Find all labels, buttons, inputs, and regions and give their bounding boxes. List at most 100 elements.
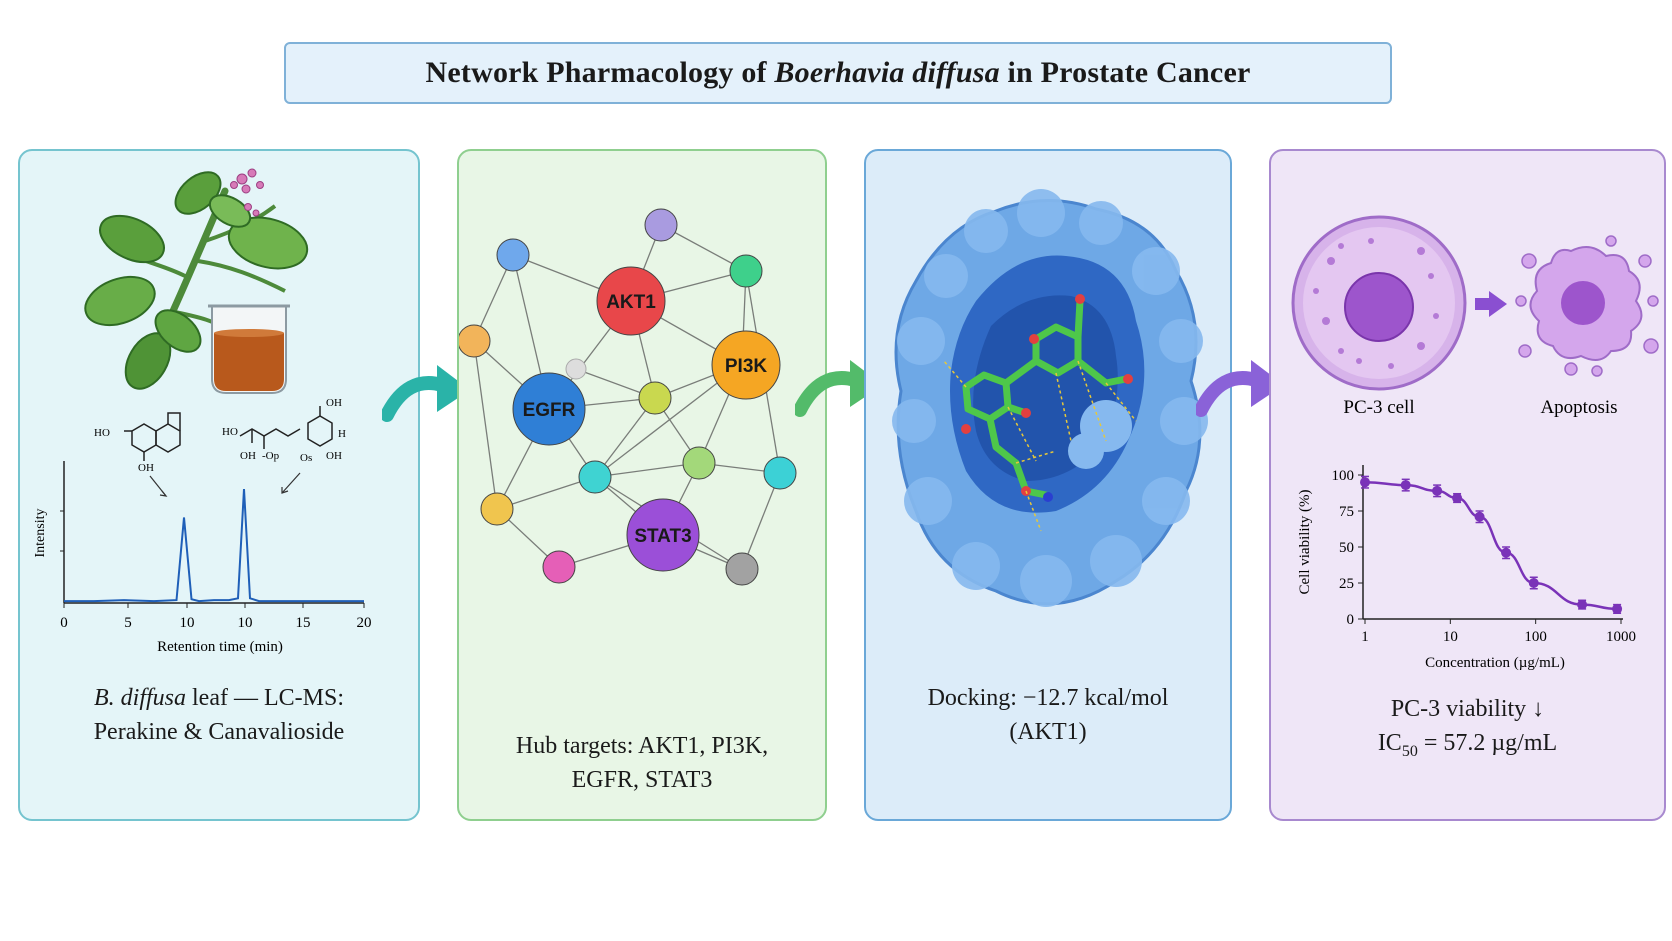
caption-species: B. diffusa: [94, 685, 187, 711]
caption-docking-score: Docking: −12.7 kcal/mol: [927, 685, 1169, 711]
network-node: [763, 456, 797, 490]
caption-compounds: Perakine & Canavalioside: [93, 719, 345, 745]
ic-subscript: 50: [1401, 742, 1418, 760]
y-axis-label: Cell viability (%): [1297, 490, 1313, 595]
x-axis-label: Retention time (min): [157, 639, 283, 655]
title-banner: Network Pharmacology of Boerhavia diffus…: [284, 42, 1392, 104]
network-node: [578, 460, 612, 494]
panel-network: AKT1 PI3K EGFR STAT3 Hub targets: AKT1, …: [457, 149, 827, 821]
hbond-lines: [943, 360, 1137, 532]
ic-label: IC: [1377, 730, 1402, 756]
network-node: [638, 381, 672, 415]
network-node: [729, 254, 763, 288]
x-tick-label: 0: [60, 615, 68, 631]
title-italic: Boerhavia diffusa: [774, 56, 1000, 89]
x-tick-label: 100: [1524, 629, 1547, 645]
network-node: [459, 324, 491, 358]
y-tick-label: 0: [1347, 612, 1355, 628]
network-nodes: [459, 208, 797, 586]
plant-icon: [84, 168, 309, 390]
viability-curve: [1364, 480, 1618, 611]
network-node: [565, 358, 587, 380]
canavalioside-structure: [239, 406, 333, 449]
cell-viability-illustration: PC-3 cell Apoptosis 0 25 50 75 100 1 10 100 1000…: [1291, 215, 1659, 671]
network-node: [644, 208, 678, 242]
hub-node-egfr: [512, 372, 586, 446]
data-point: [1452, 493, 1463, 504]
pc3-cell-label: PC-3 cell: [1343, 397, 1414, 418]
hub-node-stat3: [626, 498, 700, 572]
network-node: [542, 550, 576, 584]
x-tick-label: 10: [1443, 629, 1458, 645]
data-point: [1432, 485, 1443, 496]
y-tick-label: 25: [1339, 576, 1354, 592]
x-tick-label: 15: [296, 615, 311, 631]
beaker-icon: [208, 304, 290, 394]
panel-docking: Docking: −12.7 kcal/mol (AKT1): [864, 149, 1232, 821]
x-tick-label: 1000: [1606, 629, 1636, 645]
peak-pointer: [281, 472, 301, 494]
docking-illustration: [892, 189, 1208, 607]
panel1-caption: B. diffusa leaf — LC-MS: Perakine & Cana…: [20, 681, 418, 749]
y-tick-label: 100: [1332, 468, 1355, 484]
ic50-value: = 57.2 µg/mL: [1417, 730, 1558, 756]
apoptotic-cell-icon: [1515, 235, 1659, 377]
hub-node-pi3k: [711, 330, 781, 400]
arrow-icon: [1475, 291, 1507, 317]
perakine-structure: [124, 412, 181, 461]
panel3-caption: Docking: −12.7 kcal/mol (AKT1): [866, 681, 1230, 749]
x-tick-label: 1: [1361, 629, 1369, 645]
struct-label: HO: [94, 427, 110, 439]
data-point: [1528, 578, 1539, 588]
struct-label: -Op: [262, 450, 280, 462]
caption-docking-target: (AKT1): [1009, 719, 1087, 745]
data-point: [1577, 599, 1588, 610]
hub-node-akt1: [596, 266, 666, 336]
network-node: [682, 446, 716, 480]
x-axis-label: Concentration (µg/mL): [1425, 655, 1565, 671]
caption-hub-targets: Hub targets: AKT1, PI3K,: [515, 733, 769, 759]
flow-arrow-3: [1196, 360, 1284, 417]
page-title: Network Pharmacology of Boerhavia diffus…: [426, 56, 1251, 90]
struct-label: HO: [222, 426, 238, 438]
protein-surface: [892, 189, 1208, 607]
panel4-caption: PC-3 viability ↓ IC50 = 57.2 µg/mL: [1271, 692, 1664, 769]
struct-label: OH: [138, 462, 154, 474]
struct-label: OH: [326, 397, 342, 409]
y-tick-label: 75: [1339, 504, 1354, 520]
chromatogram-trace: [64, 488, 364, 603]
caption-ic50: IC50 = 57.2 µg/mL: [1271, 726, 1664, 769]
x-tick-label: 10: [180, 615, 195, 631]
node-label-akt1: AKT1: [606, 292, 656, 313]
caption-hub-targets-cont: EGFR, STAT3: [571, 767, 713, 793]
caption-method: leaf — LC-MS:: [186, 685, 344, 711]
x-tick-label: 20: [357, 615, 372, 631]
network-node: [725, 552, 759, 586]
x-tick-label: 5: [124, 615, 132, 631]
data-point: [1400, 480, 1411, 491]
pc3-cell-icon: [1291, 215, 1467, 391]
node-label-egfr: EGFR: [523, 400, 576, 421]
panel-cell-viability: PC-3 cell Apoptosis 0 25 50 75 100 1 10 100 1000…: [1269, 149, 1666, 821]
title-prefix: Network Pharmacology of: [425, 56, 775, 89]
chromatogram: 0 5 10 10 15 20 Intensity Retention time (min…: [33, 461, 372, 655]
panel2-caption: Hub targets: AKT1, PI3K, EGFR, STAT3: [459, 729, 825, 797]
caption-viability: PC-3 viability ↓: [1390, 696, 1545, 722]
apoptosis-label: Apoptosis: [1540, 397, 1617, 418]
node-label-stat3: STAT3: [634, 526, 691, 547]
network-node: [480, 492, 514, 526]
flow-arrow-1: [382, 365, 470, 422]
y-tick-label: 50: [1339, 540, 1354, 556]
y-axis-label: Intensity: [33, 509, 48, 558]
title-suffix: in Prostate Cancer: [999, 56, 1251, 89]
network-node: [496, 238, 530, 272]
x-tick-label: 10: [238, 615, 253, 631]
data-point: [1501, 547, 1512, 558]
struct-label: OH: [326, 450, 342, 462]
node-label-pi3k: PI3K: [725, 356, 768, 377]
data-point: [1474, 511, 1485, 522]
struct-label: Os: [300, 452, 312, 464]
